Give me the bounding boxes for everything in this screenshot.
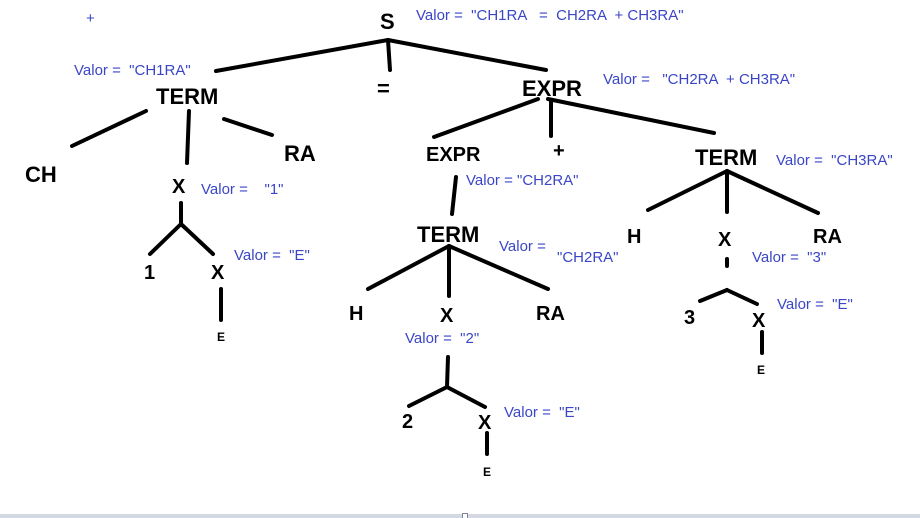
node-expr-top: EXPR [522,76,582,101]
edge-fork-x [179,222,215,256]
edge-s-term [214,38,390,73]
node-ch: CH [25,162,57,187]
edge-term-ra [222,117,274,137]
annotation-x-left-child: Valor = "E" [234,247,310,264]
edge-s-expr [386,38,548,72]
edge-expr-term-mid [450,175,458,216]
annotation-term-mid-value: "CH2RA" [557,249,619,266]
edge-term-x [185,109,191,165]
annotation-expr-inner: Valor = "CH2RA" [466,172,579,189]
node-plus: + [553,140,565,162]
node-x-mid: X [440,305,454,327]
edge-x-fork-mid [445,355,450,389]
annotation-x-mid-child: Valor = "E" [504,404,580,421]
annotation-expr-top: Valor = "CH2RA + CH3RA" [603,71,796,88]
node-h-right: H [627,226,642,248]
edge-term-ch [70,109,148,148]
node-term-right: TERM [695,145,758,170]
edge-expr-inner [432,97,540,139]
edge-fork-one [148,222,183,256]
edge-fork-two [407,385,449,408]
edge-expr-term-right [546,97,716,135]
node-term-left: TERM [156,84,219,109]
edge-term-ra-right [725,169,820,215]
node-three: 3 [684,307,696,329]
edge-term-ra-mid [447,244,550,291]
node-term-mid: TERM [417,222,480,247]
edge-term-h-right [646,169,729,212]
node-e-right: E [757,363,766,377]
corner-plus-mark: + [86,10,95,27]
node-ra-right: RA [813,226,842,248]
node-e-left: E [217,330,226,344]
annotation-s: Valor = "CH1RA = CH2RA + CH3RA" [416,7,684,24]
node-x-right: X [718,229,732,251]
node-x-left-child: X [211,262,225,284]
node-two: 2 [402,411,414,433]
edge-fork-x-right [725,288,759,306]
node-h-mid: H [349,303,364,325]
annotation-x-right-child: Valor = "E" [777,296,853,313]
annotation-x-left: Valor = "1" [201,181,284,198]
edge-fork-x-mid [445,385,487,409]
node-x-right-child: X [752,310,766,332]
annotation-x-mid: Valor = "2" [405,330,480,347]
edge-s-equals [386,38,392,72]
node-e-mid: E [483,465,492,479]
node-equals: = [377,76,390,101]
node-one: 1 [144,262,156,284]
resize-grip-icon [462,513,468,518]
annotation-x-right: Valor = "3" [752,249,827,266]
annotation-term-right: Valor = "CH3RA" [776,152,893,169]
node-x-left: X [172,176,186,198]
node-ra-mid: RA [536,303,565,325]
node-expr-inner: EXPR [426,144,481,166]
window-bottom-border [0,514,920,518]
node-s: S [380,9,395,34]
node-ra-left: RA [284,141,316,166]
annotation-term-left: Valor = "CH1RA" [74,62,191,79]
edge-term-h [366,244,451,291]
edge-fork-three [698,288,729,303]
annotation-term-mid-label: Valor = [499,238,546,255]
node-x-mid-child: X [478,412,492,434]
